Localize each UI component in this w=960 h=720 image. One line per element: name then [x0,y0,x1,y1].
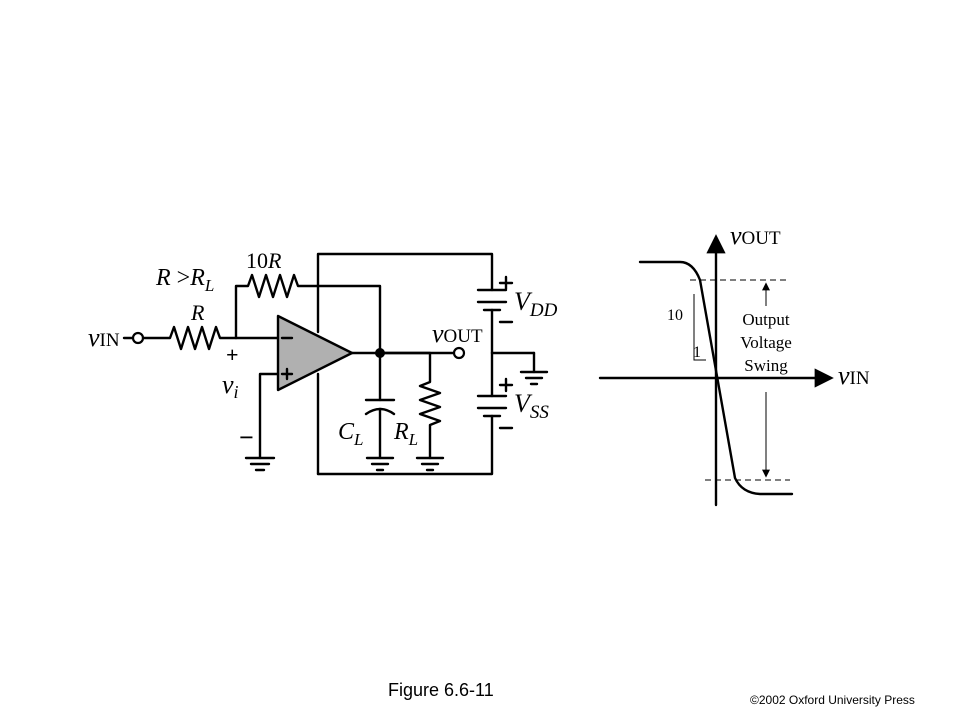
output-terminal [452,346,466,360]
vout-axis-label: vOUT [730,221,781,250]
transfer-characteristic: 10 1 Output Voltage Swing vOUT vIN [598,221,870,507]
slope-triangle [693,294,706,361]
feedback-resistor [234,273,382,355]
input-terminal [122,331,145,345]
slope-run-label: 1 [693,344,701,361]
load-capacitor [364,351,396,472]
vdd-label: VDD [514,287,558,321]
feedback-resistor-label: 10R [246,248,282,273]
vout-label: vOUT [432,319,483,348]
swing-label-line2: Voltage [740,333,792,352]
figure-caption: Figure 6.6-11 [388,680,494,700]
slope-rise-label: 10 [667,307,683,324]
supply-midpoint-ground [490,351,549,386]
swing-label-line1: Output [742,310,790,329]
vss-battery [476,351,514,430]
op-amp [276,314,354,392]
vin-label: vIN [88,323,120,352]
swing-label-line3: Swing [744,356,788,375]
load-capacitor-label: CL [338,419,363,449]
load-resistor [378,351,445,472]
vss-label: VSS [514,389,549,423]
vdd-battery [476,275,514,355]
copyright-notice: ©2002 Oxford University Press [750,693,915,707]
transfer-curve [638,260,794,496]
resistor-condition-label: R >RL [155,265,214,295]
vi-label: vi [222,370,239,402]
vi-plus-sign: + [226,342,239,367]
noninverting-ground-path [244,372,280,472]
circuit-schematic: vIN R >RL R 10R + vi − vOUT VDD VSS CL R… [88,248,558,476]
input-resistor [141,325,238,351]
vi-minus-sign: − [239,423,254,452]
vin-axis-label: vIN [838,361,870,390]
supply-rails [316,252,494,476]
load-resistor-label: RL [393,419,418,449]
input-resistor-label: R [190,300,205,325]
